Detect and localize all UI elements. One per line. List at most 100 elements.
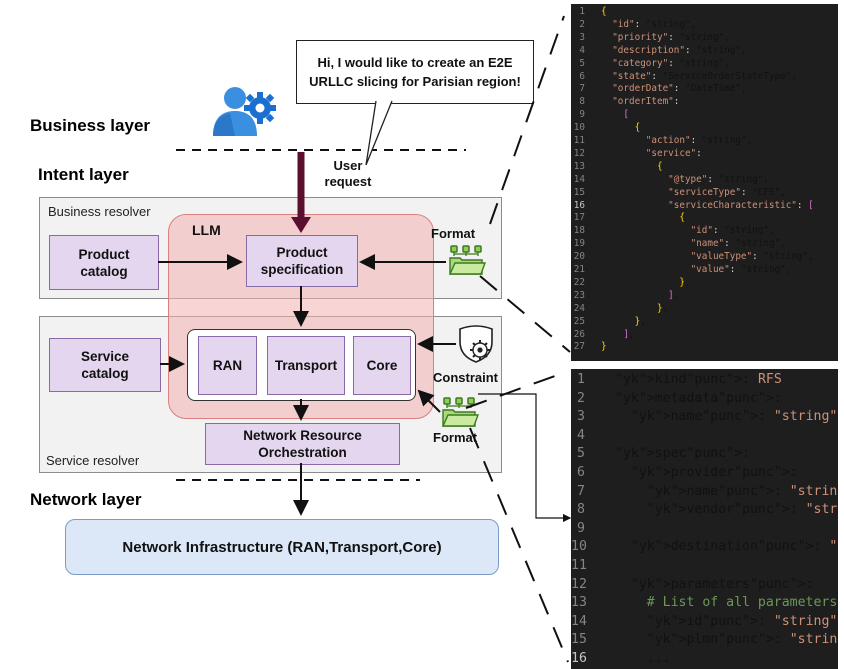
code-line-text: "priority": "string", xyxy=(612,31,730,43)
service-resolver-label: Service resolver xyxy=(46,453,140,468)
business-resolver-label: Business resolver xyxy=(48,204,151,219)
yaml-zoom-connector-top xyxy=(465,371,567,409)
code-line-text: "serviceCharacteristic": [ xyxy=(668,199,814,211)
json-code-line: 12 "service": xyxy=(571,148,838,161)
line-number: 20 xyxy=(573,251,585,263)
json-code-line: 15 "serviceType": "CFS", xyxy=(571,187,838,200)
json-code-line: 11 "action": "string", xyxy=(571,135,838,148)
json-code-line: 9 [ xyxy=(571,109,838,122)
line-number: 3 xyxy=(577,409,585,425)
line-number: 5 xyxy=(577,446,585,462)
json-code-line: 22 }, xyxy=(571,277,838,290)
code-line-text: "orderDate": "DateTime", xyxy=(612,83,747,95)
json-code-line: 16 "serviceCharacteristic": [ xyxy=(571,200,838,213)
code-line-text: "yk">spec"punc">: xyxy=(615,446,750,462)
yaml-code-line: 14 "yk">id"punc">: "string" xyxy=(571,613,838,632)
code-line-text: "value": "string", xyxy=(690,264,792,275)
code-line-text: } xyxy=(601,341,607,353)
json-code-line: 1{ xyxy=(571,6,838,19)
line-number: 24 xyxy=(573,302,585,314)
line-number: 15 xyxy=(571,632,587,648)
code-line-text: "valueType": "string", xyxy=(690,251,814,263)
code-line-text: "description": "string", xyxy=(612,44,747,56)
code-line-text: "action": "string", xyxy=(645,135,753,146)
json-code-line: 7 "orderDate": "DateTime", xyxy=(571,83,838,96)
bubble-tail xyxy=(365,100,393,166)
line-number: 19 xyxy=(573,238,585,250)
line-number: 15 xyxy=(573,186,585,198)
format-label-business: Format xyxy=(431,226,476,241)
line-number: 14 xyxy=(573,173,585,185)
json-code-line: 21 "value": "string", xyxy=(571,264,838,277)
business-layer-title: Business layer xyxy=(30,116,151,135)
line-number: 10 xyxy=(571,539,587,555)
json-zoom-connector-bottom xyxy=(479,275,571,353)
shield-gear-icon xyxy=(457,324,495,364)
line-number: 7 xyxy=(577,483,585,499)
line-number: 4 xyxy=(577,427,585,443)
transport-box: Transport xyxy=(267,336,345,395)
code-line-text: "id": "string", xyxy=(690,225,775,237)
line-number: 17 xyxy=(573,212,585,224)
line-number: 23 xyxy=(573,289,585,301)
yaml-code-line: 12 "yk">parameters"punc">: xyxy=(571,576,838,595)
core-box: Core xyxy=(353,336,411,395)
line-number: 13 xyxy=(573,160,585,172)
code-line-text: { xyxy=(634,122,641,134)
code-line-text: "yk">parameters"punc">: xyxy=(630,576,814,592)
line-number: 18 xyxy=(573,225,585,237)
yaml-code-line: 9 xyxy=(571,520,838,539)
yaml-code-line: 10 "yk">destination"punc">: "string" xyxy=(571,538,838,557)
json-code-line: 5 "category": "string", xyxy=(571,58,838,71)
line-number: 1 xyxy=(577,372,585,387)
line-number: 22 xyxy=(573,276,585,288)
line-number: 1 xyxy=(579,6,585,17)
code-line-text: "serviceType": "CFS", xyxy=(668,186,786,198)
yaml-code-line: 8 "yk">vendor"punc">: "string" xyxy=(571,501,838,520)
product-specification-box: Product specification xyxy=(246,235,358,287)
folder-network-icon-service xyxy=(441,396,479,428)
code-line-text: "orderItem": xyxy=(612,96,680,108)
json-code-line: 2 "id": "string", xyxy=(571,19,838,32)
line-number: 21 xyxy=(573,264,585,275)
yaml-code-line: 11 xyxy=(571,557,838,576)
json-code-editor: 1{2 "id": "string",3 "priority": "string… xyxy=(571,4,838,361)
line-number: 9 xyxy=(579,109,585,121)
line-number: 8 xyxy=(577,502,585,518)
json-zoom-connector-top xyxy=(489,15,565,225)
folder-network-icon-business xyxy=(448,244,486,276)
code-line-text: "service": xyxy=(645,147,702,159)
line-number: 4 xyxy=(579,44,585,56)
llm-label: LLM xyxy=(192,222,221,238)
user-gear-icon xyxy=(208,84,278,140)
yaml-code-line: 15 "yk">plmn"punc">: "string" xyxy=(571,631,838,650)
product-catalog-box: Product catalog xyxy=(49,235,159,290)
json-code-line: 17 { xyxy=(571,212,838,225)
code-line-text: { xyxy=(679,212,685,224)
format-to-yaml-connector xyxy=(478,393,572,523)
code-line-text: "state": "ServiceOrderStateType", xyxy=(612,70,797,82)
code-line-text: "@type": "string", xyxy=(668,173,769,185)
line-number: 11 xyxy=(571,558,587,573)
json-code-line: 13 { xyxy=(571,161,838,174)
line-number: 16 xyxy=(573,199,585,211)
yaml-code-line: 3 "yk">name"punc">: "string" xyxy=(571,408,838,427)
json-code-line: 6 "state": "ServiceOrderStateType", xyxy=(571,71,838,84)
code-line-text: "yk">kind"punc">: RFS xyxy=(615,372,782,387)
network-resource-orchestration-box: Network Resource Orchestration xyxy=(205,423,400,465)
line-number: 3 xyxy=(579,31,585,43)
code-line-text: "yk">name"punc">: "string" xyxy=(646,483,838,499)
user-request-label: User request xyxy=(324,158,372,189)
line-number: 12 xyxy=(573,147,585,159)
yaml-code-line: 16 ... xyxy=(571,650,838,669)
code-line-text: }, xyxy=(656,302,669,314)
code-line-text: [ xyxy=(623,109,629,121)
yaml-code-line: 1 "yk">kind"punc">: RFS xyxy=(571,371,838,390)
json-code-line: 27} xyxy=(571,341,838,354)
json-code-line: 25 }, xyxy=(571,316,838,329)
line-number: 14 xyxy=(571,613,587,629)
line-number: 27 xyxy=(573,341,585,353)
line-number: 12 xyxy=(571,576,587,592)
line-number: 25 xyxy=(573,315,585,327)
code-line-text: }, xyxy=(679,276,691,288)
